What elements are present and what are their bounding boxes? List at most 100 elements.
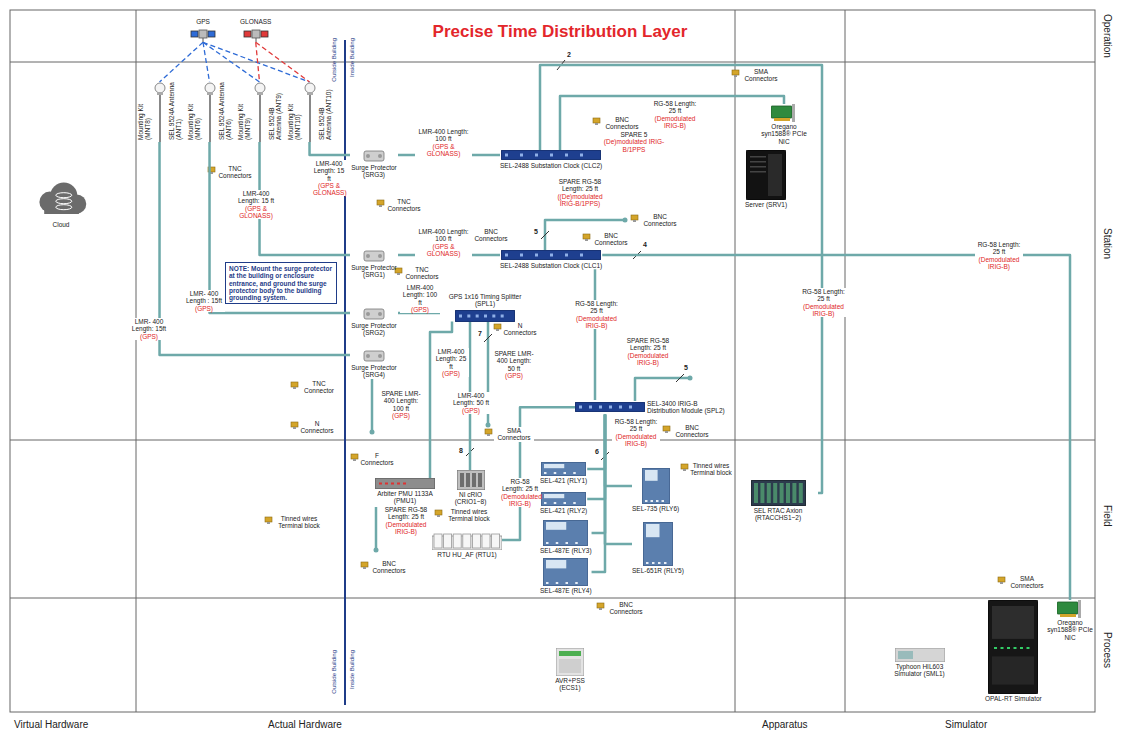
cable-text: LMR- 400 Length: 15ft [132,318,166,332]
drawing-part [397,273,400,275]
drawing-part [564,502,567,504]
drawing-part [1001,647,1004,649]
drawing-part [159,91,161,142]
drawing-part [771,106,792,118]
drawing-part [444,534,452,548]
device-label: SEL-651R (RLY5) [632,567,684,574]
cable-label: RG-58 Length: 25 ft (Demodulated IRIG-B) [573,300,620,329]
device-node: RTU HU_AF (RTU1) [432,530,502,558]
device-node: Surge Protector (SRG1) [350,247,398,279]
drawing-part [353,459,356,461]
card-icon [1057,600,1083,618]
drawing-part [476,314,479,317]
device-node: SEL-421 (RLY1) [540,462,587,484]
drawing-part [293,427,296,429]
cable-connector [594,269,597,400]
drawing-part [207,92,213,95]
cable-label: RG-58 Length: 25 ft (Demodulated IRIG-B) [650,100,700,129]
connector-icon [998,577,1005,584]
drawing-part [575,402,645,412]
spare-wire [375,507,378,550]
drawing-part [199,30,207,38]
device-label: Surge Protector (SRG4) [350,364,398,379]
drawing-part [535,154,538,157]
connector-icons [208,70,1005,610]
drawing-part [535,254,538,257]
drawing-part [305,83,315,93]
spare-cable-label: SPARE LMR-400 Length: 100 ft (GPS) [377,390,425,419]
drawing-part [378,154,382,158]
signal-text: (GPS & GLONASS) [416,143,471,158]
connector-icon [361,562,368,569]
drawing-part [619,406,622,409]
connector-icon [593,118,600,125]
device-node: Surge Protector (SRG2) [350,305,398,337]
spare-wire [635,378,690,401]
callout-number: 5 [534,228,538,236]
drawing-part [1060,614,1076,617]
drawing-part [501,150,601,160]
drawing-part [1057,602,1078,614]
crio-icon [457,470,485,490]
cable-connector [560,96,784,150]
sat-icon [243,26,269,42]
device-node: Mounting Kit (MNT9)SEL 9524B Antenna (AN… [237,82,282,142]
surge-icon [362,247,386,263]
drawing-part [544,494,564,498]
device-node: Surge Protector (SRG3) [350,147,398,179]
device-node: GLONASS [240,18,271,42]
spare-cable-label: SPARE RG-58 Length: 25 ft (Demodulated I… [382,506,430,535]
drawing-part [482,534,490,548]
rack-icon [501,250,601,260]
drawing-part [157,92,163,95]
cable-text: SPARE LMR-400 Length: 50 ft [494,350,533,372]
drawing-part [645,500,648,502]
box-icon [375,478,435,489]
drawing-part [556,582,559,584]
signal-text: (GPS & GLONASS) [233,205,279,220]
device-label: Mounting Kit (MNT8) [137,82,152,140]
drawing-part [633,220,636,222]
connector-label: N Connectors [300,420,334,435]
cable-connector [310,142,350,155]
drawing-part [597,603,604,608]
drawing-part [656,500,659,502]
connector-label: BNC Connectors [606,601,646,616]
drawing-part [463,534,471,548]
connector-label: TNC Connectors [386,198,422,213]
drawing-part [244,31,251,37]
drawing-part [580,154,583,157]
drawing-part [155,83,165,93]
device-label: Mounting Kit (MNT9) [237,82,252,140]
cable-text: RG-58 Length: 25 ft [802,288,845,302]
relay-icon [642,468,670,504]
drawing-part [364,151,384,161]
drawing-part [992,656,1034,684]
drawing-part [397,483,400,485]
drawing-part [566,542,569,544]
cable-text: SPARE LMR-400 Length: 100 ft [381,390,420,412]
drawing-part [895,648,945,662]
drawing-part [663,426,670,431]
drawing-part [375,478,435,489]
wire-end [374,548,379,553]
signal-text: (Demodulated IRIG-B) [801,303,846,318]
drawing-part [773,483,777,503]
cable-label: LMR- 400 Length : 15ft (GPS) [183,290,225,312]
signal-text: (Demodulated IRIG-B) [976,256,1022,271]
drawing-part [379,205,382,207]
drawing-part [520,154,523,157]
drawing-part [1000,582,1003,584]
drawing-part [544,464,564,468]
device-node: SEL-487E (RLY4) [540,558,592,594]
device-label: SEL-421 (RLY2) [540,507,587,514]
signal-text: (Demodulated IRIG-B) [383,521,429,536]
callout-number: 5 [684,364,688,372]
drawing-part [361,562,368,567]
device-label: SEL-2488 Substation Clock (CLC2) [500,162,602,169]
device-node: OPAL-RT Simulator [985,600,1042,702]
device-label: GPS 1x16 Timing Splitter (SPL1) [440,293,530,308]
drawing-part [467,314,470,317]
cable-text: LMR-400 Length: 15 ft [238,190,274,204]
drawing-part [766,483,770,503]
